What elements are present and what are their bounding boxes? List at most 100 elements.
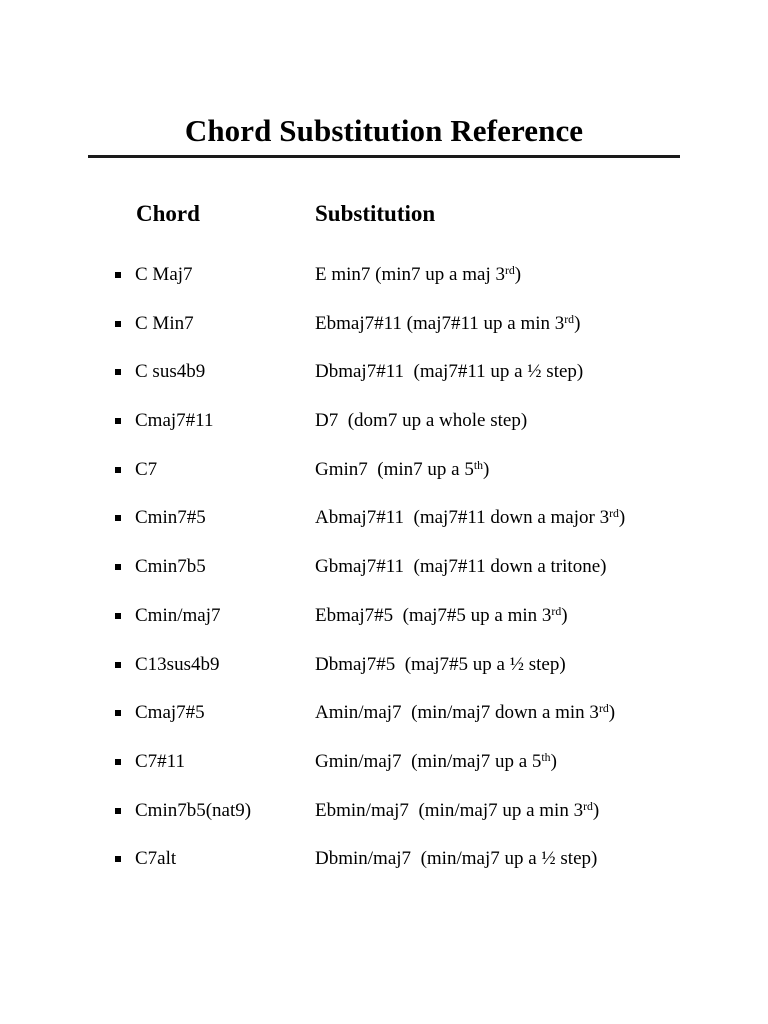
- substitution-text: Ebmin/maj7 (min/maj7 up a min 3rd): [315, 800, 599, 822]
- substitution-chord: Gmin/maj7: [315, 750, 412, 772]
- substitution-note-close: ): [559, 653, 566, 675]
- square-bullet-icon: [115, 710, 121, 717]
- substitution-chord: Dbmaj7#5: [315, 653, 405, 675]
- substitution-chord: Gmin7: [315, 458, 378, 480]
- table-row: Cmin/maj7 Ebmaj7#5 (maj7#5 up a min 3rd): [0, 605, 768, 654]
- chord-name: Cmin/maj7: [135, 604, 221, 626]
- chord-name: Cmaj7#5: [135, 702, 205, 724]
- ordinal-suffix: rd: [598, 702, 609, 716]
- substitution-note: (min7 up a 5: [377, 458, 474, 480]
- substitution-note-close: ): [514, 264, 522, 285]
- substitution-note-close: ): [576, 361, 584, 383]
- substitution-text: Amin/maj7 (min/maj7 down a min 3rd): [315, 702, 615, 724]
- square-bullet-icon: [115, 515, 121, 522]
- substitution-note-close: ): [483, 458, 490, 480]
- substitution-chord: Gbmaj7#11: [315, 556, 414, 578]
- ordinal-suffix: rd: [504, 263, 515, 277]
- substitution-note: (dom7 up a whole step: [347, 410, 521, 432]
- table-row: C sus4b9 Dbmaj7#11 (maj7#11 up a ½ step): [0, 361, 768, 410]
- substitution-note: (maj7#11 up a min 3: [406, 312, 565, 334]
- substitution-chord: Amin/maj7: [315, 702, 412, 724]
- substitution-text: Gbmaj7#11 (maj7#11 down a tritone): [315, 556, 606, 578]
- square-bullet-icon: [115, 661, 121, 668]
- substitution-note: (maj7#5 up a min 3: [402, 604, 552, 626]
- substitution-chord: Ebmaj7#5: [315, 604, 403, 626]
- table-row: C7 Gmin7 (min7 up a 5th): [0, 459, 768, 508]
- substitution-chord: E min7: [315, 264, 376, 285]
- substitution-note: (maj7#11 up a ½ step: [413, 361, 577, 383]
- substitution-text: Abmaj7#11 (maj7#11 down a major 3rd): [315, 507, 625, 529]
- chord-name: C13sus4b9: [135, 653, 220, 675]
- chord-name: C7: [135, 458, 158, 480]
- substitution-note: (maj7#11 down a major 3: [413, 507, 610, 529]
- chord-name: C sus4b9: [135, 361, 206, 383]
- substitution-note-close: ): [550, 750, 557, 772]
- chord-name: Cmaj7#11: [135, 410, 214, 432]
- substitution-note: (maj7#11 down a tritone: [413, 556, 601, 578]
- square-bullet-icon: [115, 320, 121, 327]
- substitution-text: Ebmaj7#5 (maj7#5 up a min 3rd): [315, 605, 568, 627]
- table-row: C Min7 Ebmaj7#11 (maj7#11 up a min 3rd): [0, 313, 768, 362]
- square-bullet-icon: [115, 564, 121, 571]
- square-bullet-icon: [115, 369, 121, 376]
- chord-name: Cmin7b5(nat9): [135, 799, 252, 821]
- square-bullet-icon: [115, 856, 121, 863]
- substitution-text: Ebmaj7#11 (maj7#11 up a min 3rd): [315, 313, 580, 335]
- square-bullet-icon: [115, 758, 121, 765]
- table-row: Cmin7b5 Gbmaj7#11 (maj7#11 down a tritone…: [0, 556, 768, 605]
- substitution-note-close: ): [591, 848, 598, 870]
- substitution-chord: Dbmin/maj7: [315, 848, 421, 870]
- substitution-note-close: ): [600, 556, 607, 578]
- ordinal-suffix: rd: [564, 312, 575, 326]
- substitution-note: (min7 up a maj 3: [375, 264, 505, 285]
- substitution-chord: Abmaj7#11: [315, 507, 414, 529]
- substitution-note-close: ): [561, 604, 568, 626]
- square-bullet-icon: [115, 272, 121, 278]
- square-bullet-icon: [115, 418, 121, 425]
- chord-name: C7#11: [135, 750, 185, 772]
- substitution-note: (maj7#5 up a ½ step: [404, 653, 560, 675]
- square-bullet-icon: [115, 612, 121, 619]
- substitution-note-close: ): [574, 312, 581, 334]
- chord-name: C Min7: [135, 312, 194, 334]
- substitution-note: (min/maj7 up a min 3: [418, 799, 584, 821]
- chord-name: C7alt: [135, 848, 177, 870]
- substitution-text: Gmin/maj7 (min/maj7 up a 5th): [315, 751, 557, 773]
- chord-name: Cmin7b5: [135, 556, 206, 578]
- page-title: Chord Substitution Reference: [184, 112, 584, 148]
- substitution-note-close: ): [608, 702, 616, 724]
- substitution-note-close: ): [618, 507, 626, 529]
- substitution-note: (min/maj7 up a 5: [411, 750, 542, 772]
- ordinal-suffix: rd: [551, 604, 562, 618]
- substitution-note: (min/maj7 up a ½ step: [420, 848, 592, 870]
- table-row: Cmin7b5(nat9) Ebmin/maj7 (min/maj7 up a m…: [0, 800, 768, 849]
- column-header-chord: Chord: [136, 201, 200, 226]
- substitution-text: Dbmaj7#11 (maj7#11 up a ½ step): [315, 361, 583, 383]
- substitution-chord: Ebmaj7#11: [315, 312, 407, 334]
- substitution-note-close: ): [592, 799, 600, 821]
- table-row: C13sus4b9 Dbmaj7#5 (maj7#5 up a ½ step): [0, 654, 768, 703]
- title-divider: [88, 155, 680, 158]
- substitution-text: Dbmaj7#5 (maj7#5 up a ½ step): [315, 654, 566, 676]
- substitution-chord: Ebmin/maj7: [315, 799, 419, 821]
- table-row: C7#11 Gmin/maj7 (min/maj7 up a 5th): [0, 751, 768, 800]
- ordinal-suffix: rd: [609, 507, 619, 521]
- substitution-chord: D7: [315, 410, 348, 432]
- substitution-text: Dbmin/maj7 (min/maj7 up a ½ step): [315, 848, 597, 870]
- ordinal-suffix: th: [473, 458, 484, 472]
- table-row: Cmaj7#5 Amin/maj7 (min/maj7 down a min 3r…: [0, 702, 768, 751]
- substitution-text: Gmin7 (min7 up a 5th): [315, 459, 489, 481]
- substitution-note: (min/maj7 down a min 3: [411, 702, 599, 724]
- column-header-substitution: Substitution: [315, 201, 436, 226]
- square-bullet-icon: [115, 807, 121, 814]
- ordinal-suffix: th: [541, 750, 551, 764]
- substitution-chord: Dbmaj7#11: [315, 361, 414, 383]
- substitution-text: E min7 (min7 up a maj 3rd): [315, 264, 521, 286]
- column-header-row: Chord Substitution: [0, 200, 768, 234]
- square-bullet-icon: [115, 466, 121, 473]
